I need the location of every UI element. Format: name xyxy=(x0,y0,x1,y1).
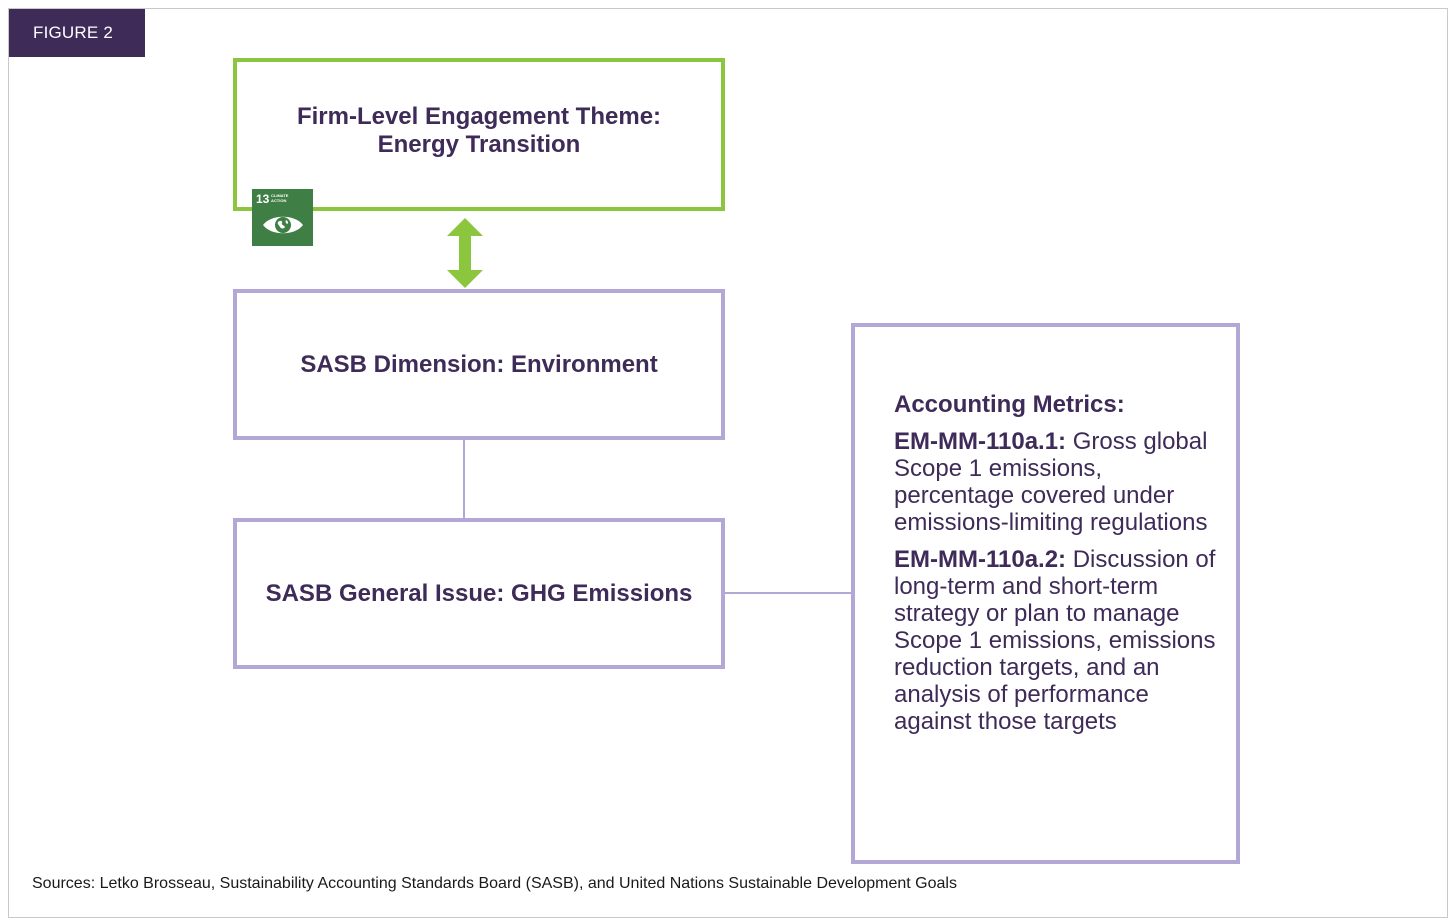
sdg-label: CLIMATE ACTION xyxy=(271,193,289,203)
connector-vertical xyxy=(463,440,465,520)
bidirectional-arrow-icon xyxy=(447,218,483,288)
dimension-text: SASB Dimension: Environment xyxy=(300,350,658,378)
figure-label: FIGURE 2 xyxy=(9,9,145,57)
metrics-title: Accounting Metrics: xyxy=(894,391,1125,418)
sdg-13-climate-action-badge: 13 CLIMATE ACTION xyxy=(252,189,313,246)
sources-note: Sources: Letko Brosseau, Sustainability … xyxy=(32,875,957,892)
metric-code: EM-MM-110a.2: xyxy=(894,546,1067,573)
metric-item: EM-MM-110a.1: Gross global Scope 1 emiss… xyxy=(894,428,1224,536)
accounting-metrics-box: Accounting Metrics: EM-MM-110a.1: Gross … xyxy=(851,323,1240,864)
metric-item: EM-MM-110a.2: Discussion of long-term an… xyxy=(894,546,1224,735)
sdg-number: 13 xyxy=(256,192,270,206)
theme-title-line2: Energy Transition xyxy=(377,130,581,158)
theme-title-line1: Firm-Level Engagement Theme: xyxy=(296,102,662,130)
sasb-dimension-box: SASB Dimension: Environment xyxy=(233,289,725,440)
eye-globe-icon xyxy=(263,216,303,234)
sasb-general-issue-box: SASB General Issue: GHG Emissions xyxy=(233,518,725,669)
metric-code: EM-MM-110a.1: xyxy=(894,428,1067,455)
issue-text: SASB General Issue: GHG Emissions xyxy=(265,579,693,607)
engagement-theme-box: Firm-Level Engagement Theme: Energy Tran… xyxy=(233,58,725,211)
metric-description: Discussion of long-term and short-term s… xyxy=(894,546,1216,735)
metric-description: Gross global Scope 1 emissions, percenta… xyxy=(894,428,1208,536)
connector-horizontal xyxy=(725,592,853,594)
